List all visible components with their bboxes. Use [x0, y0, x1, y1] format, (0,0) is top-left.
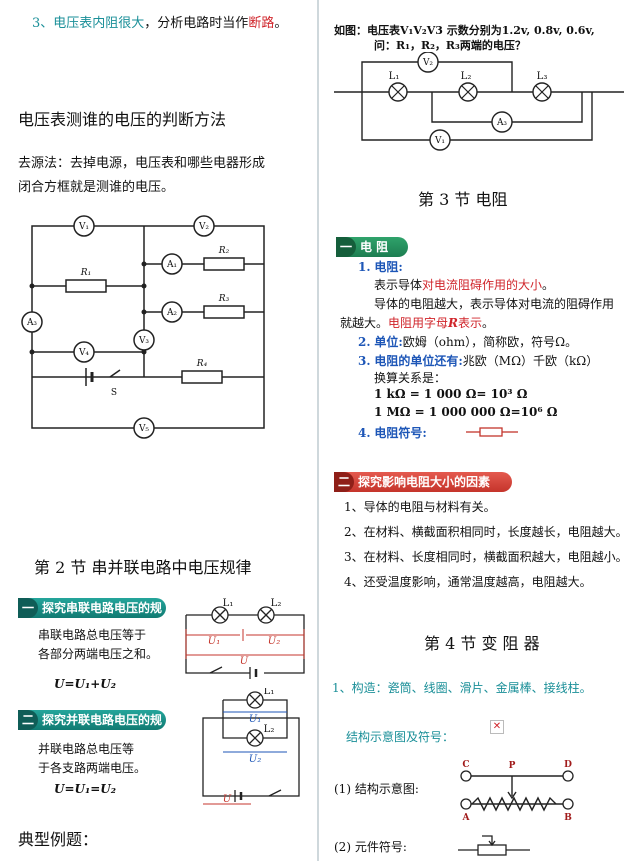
lamp-a3-label: A₃ [496, 118, 507, 128]
method-body-2: 闭合方框就是测谁的电压。 [18, 180, 175, 195]
pill-number-factors: 二 [334, 472, 354, 492]
conversion-2: 1 MΩ = 1 000 000 Ω=10⁶ Ω [374, 405, 558, 419]
section-2-title: 第 2 节 串并联电路中电压规律 [34, 558, 252, 577]
series-u1-label: U₁ [208, 636, 220, 647]
r2-label: R₂ [218, 246, 230, 256]
item1-label: 电阻: [374, 260, 403, 274]
pill-number-2: 二 [18, 710, 38, 730]
a2-label: A₂ [166, 308, 177, 318]
series-formula: U=U₁+U₂ [54, 677, 117, 691]
factor-2: 2、在材料、横截面积相同时，长度越长，电阻越大。 [344, 525, 628, 539]
question-line-1: 如图：电压表V₁V₂V3 示数分别为1.2v, 0.8v, 0.6v, [334, 24, 595, 37]
v4-label: V₄ [78, 348, 89, 358]
schematic-label-2: (2) 元件符号: [334, 840, 407, 854]
rheostat-symbol [458, 835, 530, 856]
series-u-label: U [240, 656, 249, 667]
parallel-l2-label: L₂ [264, 724, 275, 735]
pill-number-1: 一 [18, 598, 38, 618]
series-circuit-diagram: L₁ L₂ U₁ U₂ U [185, 598, 305, 679]
parallel-text-1: 并联电路总电压等 [38, 742, 135, 756]
lamp-v2-label: V₂ [422, 58, 433, 68]
rheo-b-label: B [564, 813, 572, 822]
a3-label: A₃ [26, 318, 37, 328]
factor-1: 1、导体的电阻与材料有关。 [344, 500, 496, 514]
voltmeter-circuit-diagram: V₁ V₂ A₁ A₂ A₃ V₃ V₄ V₅ R₁ R₂ R₃ R₄ S [21, 215, 265, 439]
pill-parallel-law: 二 探究并联电路电压的规律 [18, 710, 166, 747]
item1-desc: 表示导体对电流阻碍作用的大小。 [374, 278, 555, 292]
r4-label: R₄ [196, 359, 208, 369]
factor-3: 3、在材料、长度相同时，横截面积越大，电阻越小。 [344, 550, 628, 564]
series-text-1: 串联电路总电压等于 [38, 628, 147, 642]
conversion-title: 换算关系是： [374, 371, 447, 385]
method-body-1: 去源法：去掉电源，电压表和哪些电器形成 [18, 156, 266, 171]
pill-factors: 二 探究影响电阻大小的因素 [334, 472, 512, 492]
switch-label: S [111, 388, 117, 398]
series-l1-label: L₁ [223, 598, 234, 609]
parallel-formula: U=U₁=U₂ [54, 782, 117, 796]
parallel-circuit-diagram: L₁ L₂ U₁ U₂ U [202, 688, 300, 805]
item1-more-1: 导体的电阻越大，表示导体对电流的阻碍作用 [374, 297, 615, 311]
series-u2-label: U₂ [268, 636, 280, 647]
pill-series-law: 一 探究串联电路电压的规律 [18, 598, 166, 635]
structure-line: 1、构造：瓷筒、线圈、滑片、金属棒、接线柱。 [332, 681, 592, 695]
pill-resistance: 一 电 阻 [336, 237, 408, 257]
r3-label: R₃ [218, 294, 230, 304]
v5-label: V₅ [138, 424, 149, 434]
lamp-l3-label: L₃ [537, 71, 548, 82]
v3-label: V₃ [138, 336, 149, 346]
rheo-p-label: P [509, 761, 516, 771]
rheostat-structure-diagram: C P D A B [460, 760, 574, 822]
schematic-label-1: (1) 结构示意图: [334, 782, 419, 796]
parallel-u-label: U [223, 794, 232, 805]
lamp-v1-label: V₁ [434, 136, 445, 146]
item2: 2. 单位:欧姆（ohm），简称欧，符号Ω。 [358, 335, 578, 349]
resistor-symbol [466, 427, 518, 437]
lamp-circuit-diagram: L₁ L₂ L₃ V₂ A₃ V₁ [334, 52, 624, 151]
conversion-1: 1 kΩ = 1 000 Ω= 10³ Ω [374, 387, 528, 401]
column-divider [317, 0, 319, 861]
parallel-text-2: 于各支路两端电压。 [38, 761, 147, 775]
parallel-l1-label: L₁ [264, 688, 275, 697]
rheo-a-label: A [462, 813, 471, 822]
parallel-u1-label: U₁ [249, 714, 261, 725]
examples-title: 典型例题： [18, 830, 99, 849]
rheo-d-label: D [564, 760, 572, 770]
item4: 4. 电阻符号: [358, 426, 427, 440]
method-title: 电压表测谁的电压的判断方法 [18, 110, 227, 129]
section-3-title: 第 3 节 电阻 [418, 190, 508, 209]
series-l2-label: L₂ [271, 598, 282, 609]
question-line-2: 问：R₁，R₂，R₃两端的电压？ [374, 39, 526, 52]
lamp-l1-label: L₁ [389, 71, 400, 82]
schematic-title: 结构示意图及符号： [346, 730, 455, 744]
r1-label: R₁ [80, 268, 91, 278]
parallel-u2-label: U₂ [249, 754, 261, 765]
broken-image-icon: ✕ [490, 720, 504, 734]
point-3: 3、电压表内阻很大，分析电路时当作断路。 [32, 16, 288, 31]
series-text-2: 各部分两端电压之和。 [38, 647, 159, 661]
factor-4: 4、还受温度影响，通常温度越高，电阻越大。 [344, 575, 592, 589]
pill-number-resist: 一 [336, 237, 356, 257]
item3: 3. 电阻的单位还有:兆欧（MΩ）千欧（kΩ） [358, 354, 599, 368]
v2-label: V₂ [198, 222, 209, 232]
section-4-title: 第 4 节 变 阻 器 [424, 634, 540, 653]
item1-more-2: 就越大。电阻用字母R表示。 [340, 316, 495, 330]
a1-label: A₁ [166, 260, 177, 270]
rheo-c-label: C [462, 760, 469, 770]
lamp-l2-label: L₂ [461, 71, 472, 82]
v1-label: V₁ [78, 222, 89, 232]
